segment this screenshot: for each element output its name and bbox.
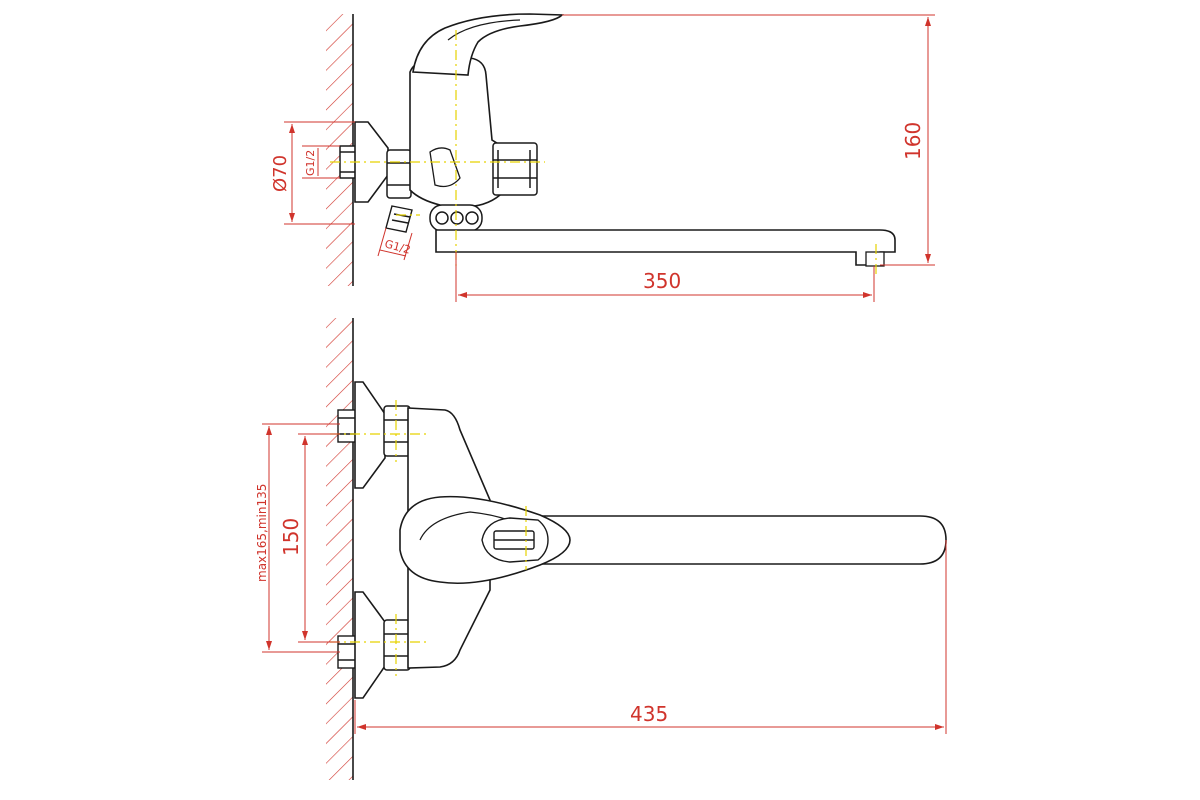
dimension-flange-diameter: [284, 121, 355, 225]
dimension-inlet-spacing: [298, 433, 340, 643]
dimension-spout-reach: [455, 252, 875, 302]
mixer-body-side: [409, 57, 501, 208]
side-view: 160 350 Ø70 G1/2 G1/2: [270, 13, 935, 302]
thread-inlet-label: G1/2: [304, 150, 317, 176]
nut-bottom: [383, 619, 411, 671]
spout-front: [519, 515, 947, 565]
flange-top: [354, 381, 386, 489]
dimension-height: [562, 14, 935, 266]
nut-side: [386, 149, 412, 199]
nut-top: [383, 405, 411, 457]
centerlines-side: [330, 30, 877, 276]
lever-contour-side: [447, 19, 521, 41]
outlet-connector-side: [385, 205, 413, 233]
dimension-height-label: 160: [901, 122, 925, 160]
body-contour-side: [429, 147, 461, 188]
diverter-knob-side: [492, 142, 538, 196]
dimension-total-length-label: 435: [630, 702, 668, 726]
flange-bottom: [354, 591, 386, 699]
dimension-spacing-range-label: max165,min135: [255, 484, 269, 582]
wall-hatch-front: [326, 318, 354, 780]
aerator-side: [865, 251, 885, 267]
front-view: 435 150 max165,min135: [255, 318, 947, 780]
centerlines-front: [330, 400, 527, 676]
dimension-spacing-range: [262, 423, 340, 653]
dimension-inlet-spacing-label: 150: [279, 518, 303, 556]
lever-handle-side: [412, 13, 564, 76]
dimension-spout-reach-label: 350: [643, 269, 681, 293]
spout-side: [435, 229, 896, 266]
thread-outlet-marker: [377, 227, 413, 261]
lever-slot-front: [481, 517, 549, 563]
dimension-total-length: [354, 540, 947, 734]
thread-inlet-marker: [302, 145, 340, 179]
dimension-flange-diameter-label: Ø70: [270, 155, 291, 192]
